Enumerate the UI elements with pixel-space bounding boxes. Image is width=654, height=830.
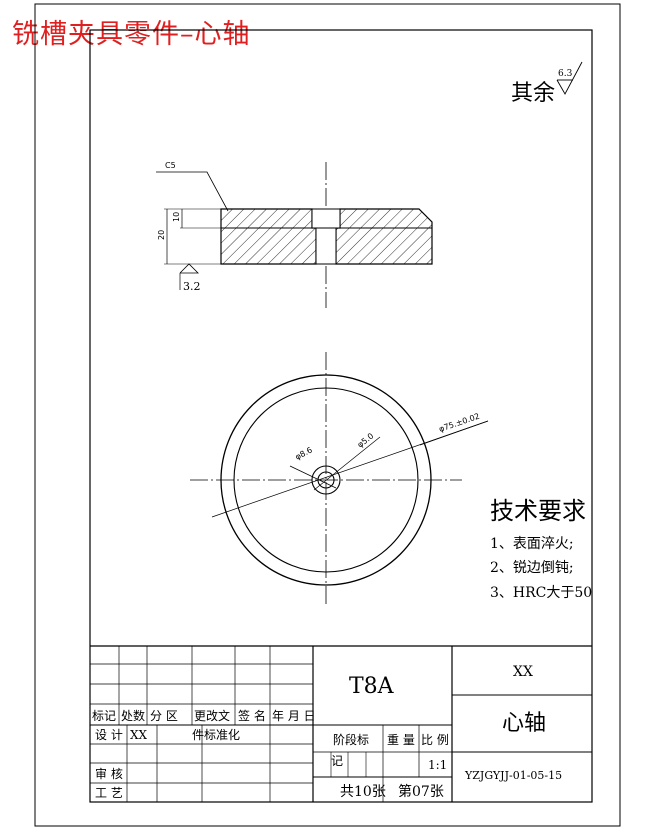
sheet-current-label: 第07张: [398, 783, 444, 800]
tech-requirement-item-1: 1、表面淬火;: [490, 536, 574, 552]
title-block: [90, 645, 592, 802]
material-label: T8A: [349, 674, 395, 699]
front-view-through-hole: [315, 227, 337, 265]
design-name: XX: [130, 728, 148, 742]
diameter-hole-a-leader: [313, 436, 381, 491]
standardization-label: 件标准化: [192, 728, 240, 742]
diameter-hole-a-label: φ5.0: [356, 431, 376, 449]
revision-header-zone: 分 区: [150, 709, 178, 723]
diameter-outer-label: φ75.±0.02: [438, 412, 481, 434]
part-name-label: 心轴: [502, 711, 546, 736]
surface-finish-remainder-label: 其余: [511, 81, 555, 106]
chamfer-label: C5: [165, 161, 176, 170]
tech-requirement-item-2: 2、锐边倒钝;: [490, 560, 574, 576]
front-view-counterbore: [311, 208, 341, 229]
surface-finish-symbol-icon: [556, 61, 583, 95]
diameter-hole-b-leader: [289, 465, 337, 489]
process-label: 工 艺: [95, 786, 123, 800]
revision-header-change-doc: 更改文: [194, 708, 230, 723]
revision-header-signature: 签 名: [238, 708, 266, 723]
sheet-total-label: 共10张: [340, 784, 386, 800]
revision-header-mark: 标记: [92, 709, 116, 723]
tech-requirement-item-3: 3、HRC大于50: [490, 585, 592, 601]
front-view-section-body: [220, 208, 317, 265]
weight-label: 重 量: [387, 733, 415, 747]
bottom-surface-finish-value: 3.2: [183, 280, 201, 293]
surface-finish-remainder-value: 6.3: [558, 69, 573, 79]
diameter-hole-b-label: φ8.6: [294, 445, 314, 461]
top-view-chamfer-circle: [233, 387, 419, 573]
inner-drawing-frame: [89, 29, 593, 803]
bottom-surface-finish-icon: [179, 263, 199, 274]
tech-requirements-title: 技术要求: [490, 497, 586, 525]
top-view-outer-circle: [220, 374, 432, 586]
step-dimension: 10: [172, 212, 181, 222]
top-view-counterbore-circle: [311, 465, 341, 495]
stage-mark: 记: [331, 754, 343, 768]
revision-header-count: 处数: [121, 708, 145, 723]
stage-label: 阶段标: [333, 732, 369, 747]
revision-header-date: 年 月 日: [272, 709, 316, 723]
design-label: 设 计: [95, 728, 123, 742]
review-label: 审 核: [95, 766, 123, 781]
company-label: XX: [513, 664, 533, 680]
scale-value: 1:1: [428, 758, 447, 772]
scale-header-label: 比 例: [421, 733, 449, 747]
drawing-banner-title: 铣槽夹具零件–心轴: [12, 19, 251, 50]
chamfer-leader-line: [156, 171, 229, 212]
height-dimension: 20: [157, 230, 166, 240]
outer-sheet-border: [34, 3, 621, 827]
drawing-number-label: YZJGYJJ-01-05-15: [464, 769, 562, 782]
front-view-section-body-right: [335, 208, 433, 265]
diameter-outer-leader-ext: [419, 420, 489, 446]
